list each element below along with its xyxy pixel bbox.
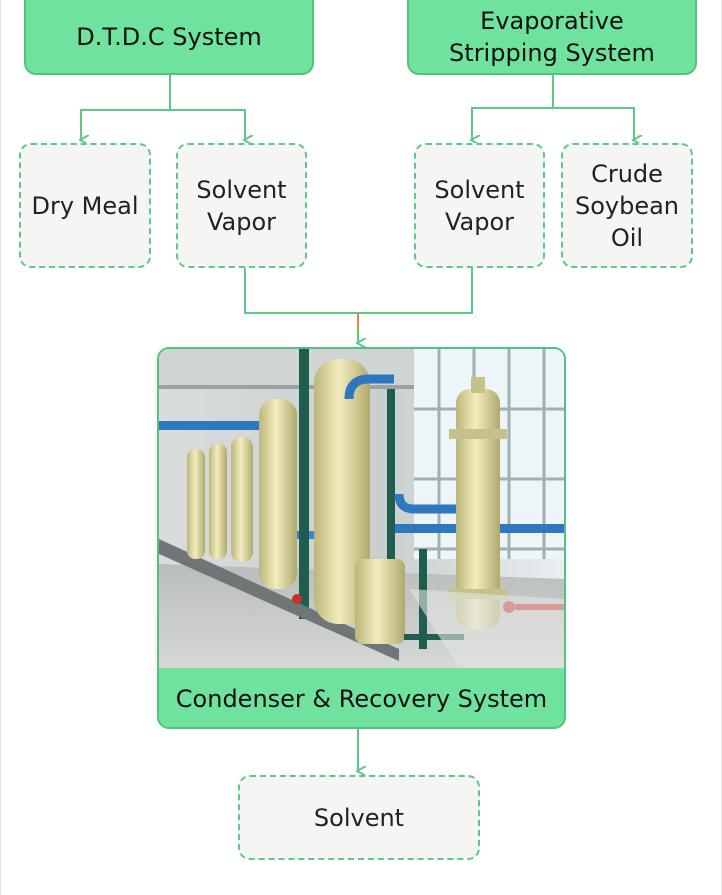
- condenser-plant-photo: [159, 349, 564, 668]
- dry-meal-label: Dry Meal: [31, 191, 139, 220]
- solvent-vapor-right-box: Solvent Vapor: [414, 143, 545, 268]
- solvent-vapor-left-label: Solvent Vapor: [196, 175, 287, 236]
- connector-evap-split: [472, 74, 554, 140]
- condenser-recovery-system-card: Condenser & Recovery System: [157, 347, 566, 729]
- dtdc-system-box: D.T.D.C System: [24, 0, 314, 75]
- evaporative-stripping-system-box: Evaporative Stripping System: [407, 0, 697, 75]
- crude-soybean-oil-box: Crude Soybean Oil: [561, 143, 693, 268]
- solvent-label: Solvent: [313, 803, 405, 832]
- evaporative-stripping-system-label: Evaporative Stripping System: [449, 6, 655, 67]
- condenser-recovery-system-label: Condenser & Recovery System: [175, 684, 548, 713]
- crude-soybean-oil-label: Crude Soybean Oil: [574, 159, 680, 252]
- connector-dtdc-split: [81, 74, 171, 140]
- solvent-box: Solvent: [238, 775, 480, 860]
- connector-dtdc-solvent-vapor: [170, 109, 245, 140]
- solvent-vapor-left-box: Solvent Vapor: [176, 143, 307, 268]
- solvent-vapor-right-label: Solvent Vapor: [434, 175, 525, 236]
- connector-evap-crude-oil: [553, 107, 634, 140]
- dtdc-system-label: D.T.D.C System: [76, 22, 262, 51]
- dry-meal-box: Dry Meal: [19, 143, 151, 268]
- connector-vapor-merge: [244, 268, 473, 314]
